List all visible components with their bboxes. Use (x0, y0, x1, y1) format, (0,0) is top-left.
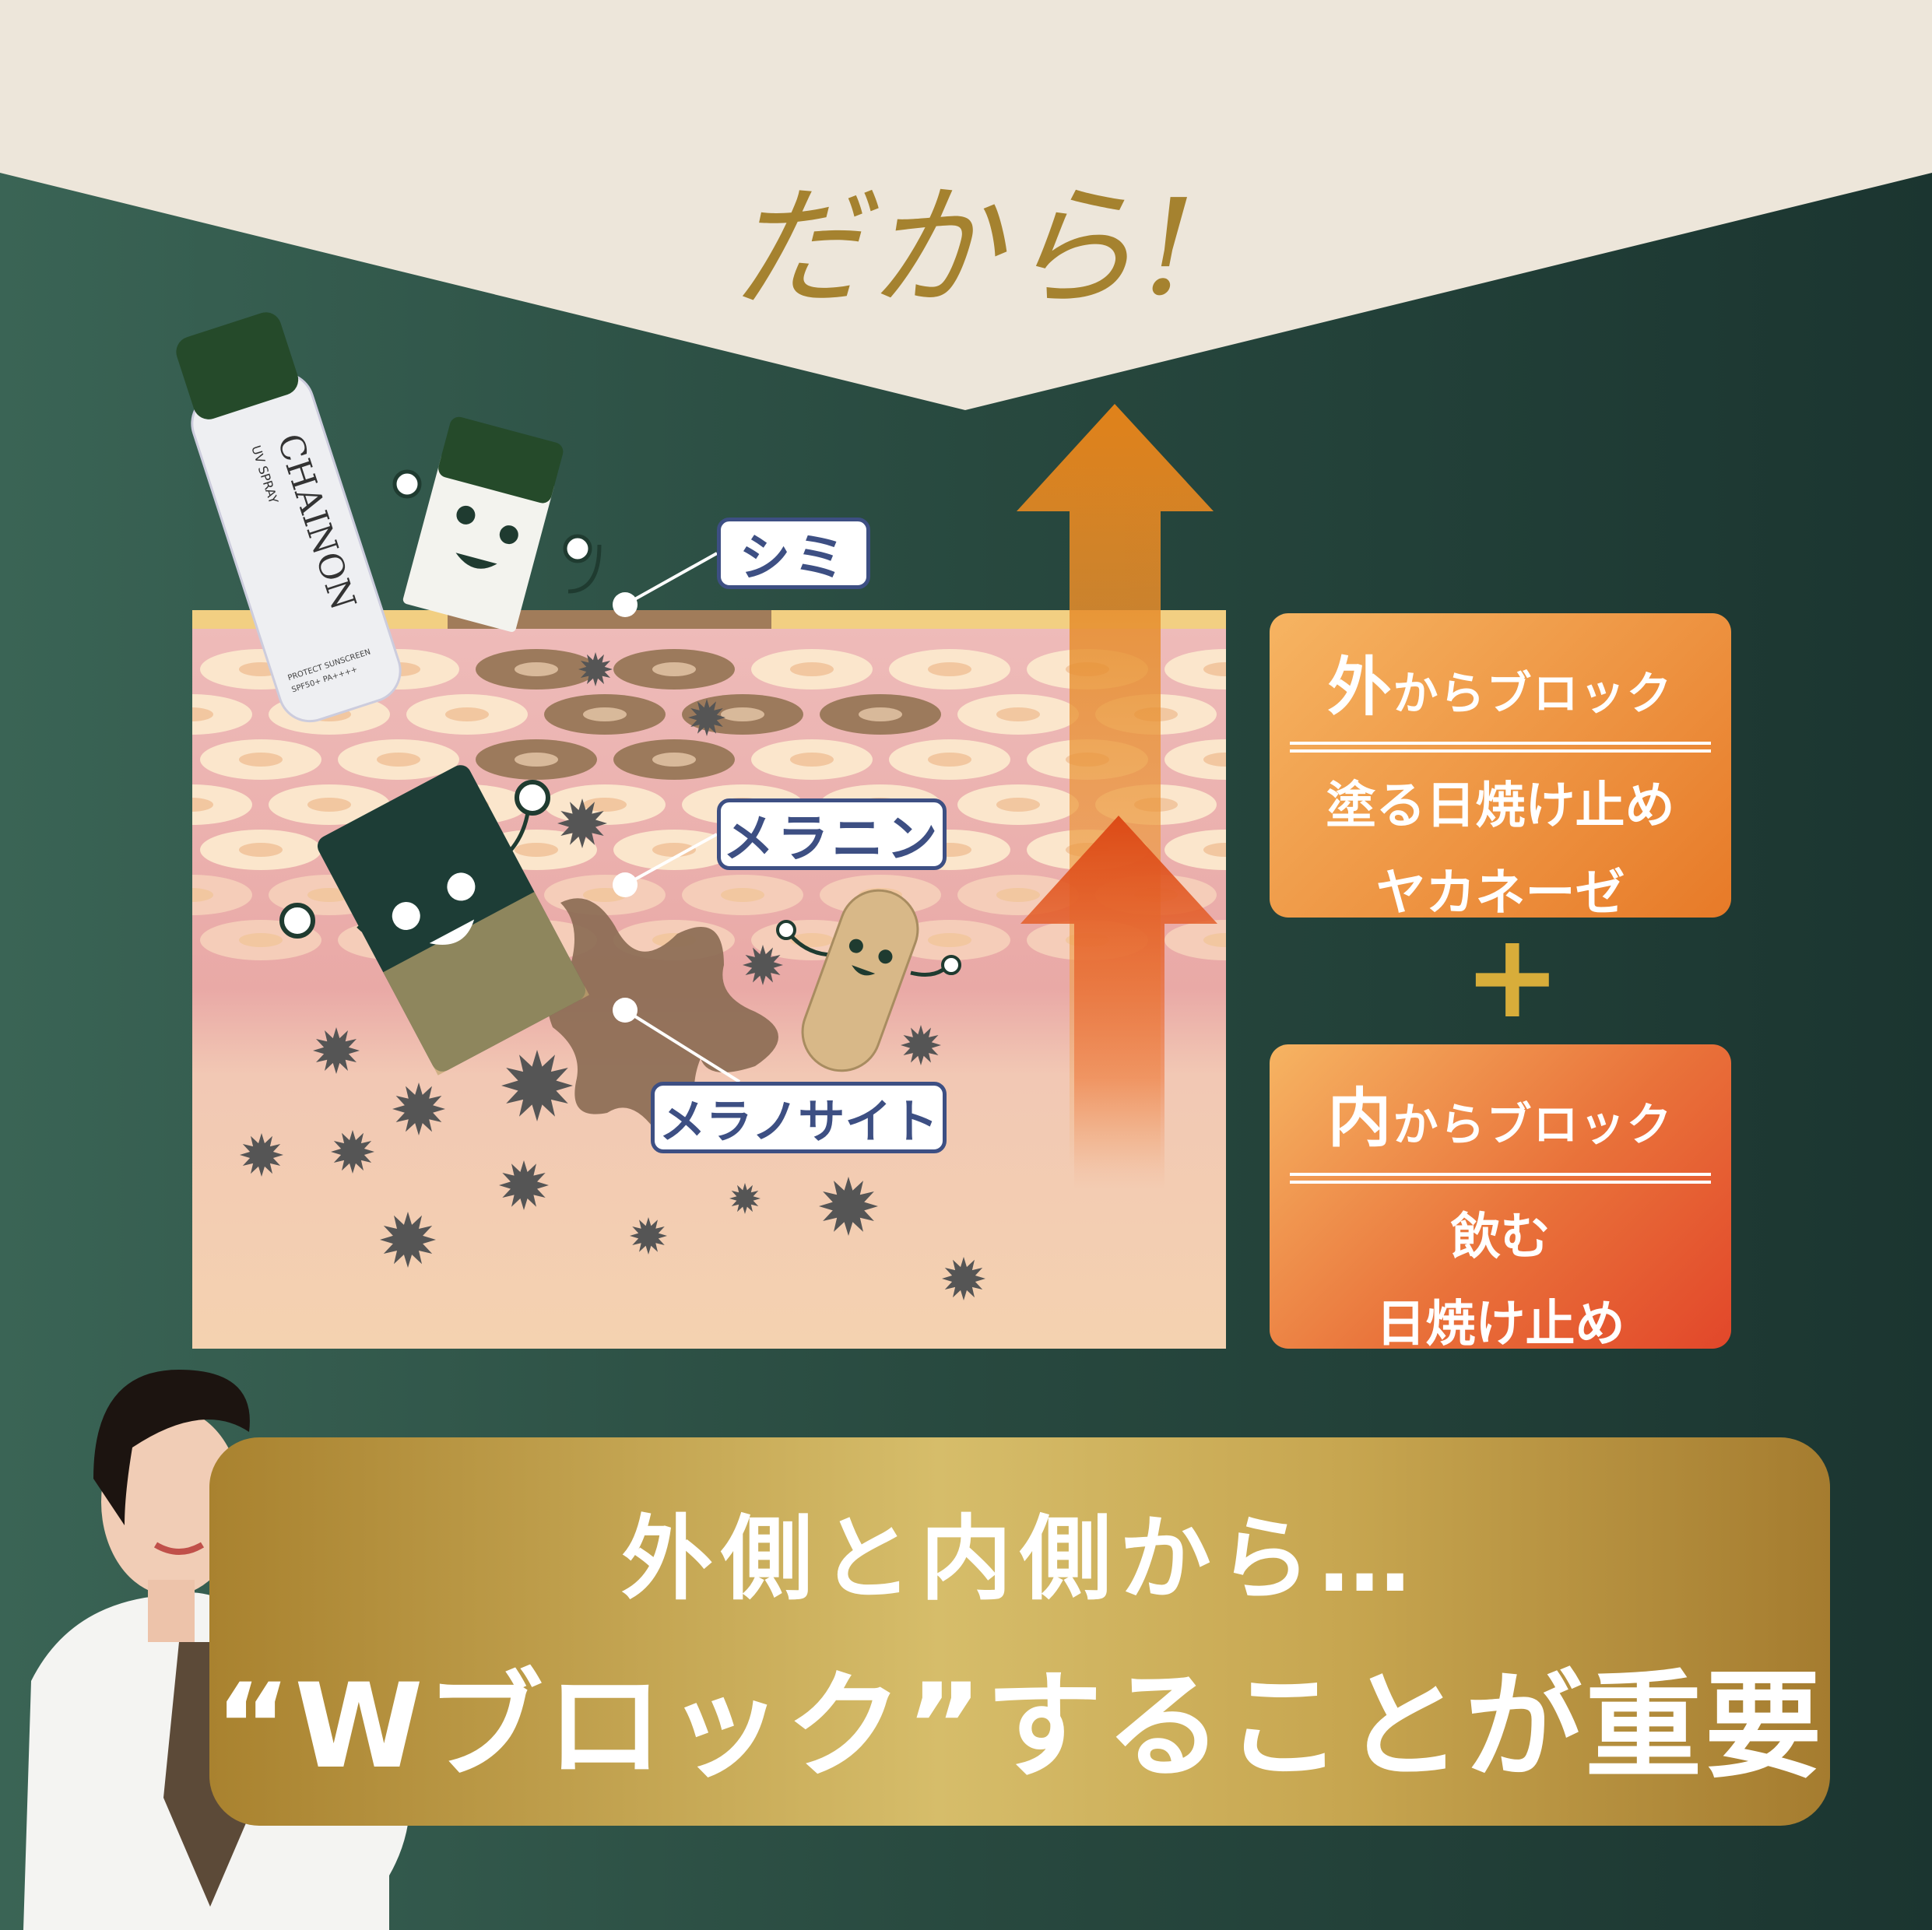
cell-nucleus (1203, 843, 1226, 857)
cell-nucleus (515, 843, 558, 857)
uv-particle-icon (331, 1130, 374, 1174)
skin-cell (62, 649, 184, 690)
cell-nucleus (192, 798, 213, 812)
inner-block-line1: 飲む (1450, 1209, 1551, 1266)
uv-particle-icon (630, 1217, 667, 1254)
cell-nucleus (101, 843, 145, 857)
cell-nucleus (192, 888, 213, 902)
arrow-inner-icon (1020, 816, 1217, 1191)
cell-nucleus (928, 933, 971, 947)
cell-nucleus (996, 888, 1040, 902)
cell-nucleus (307, 888, 351, 902)
inner-block-heading: 内からブロック (1270, 1066, 1731, 1159)
label-spot: シミ (717, 518, 870, 589)
heading-rest: からブロック (1393, 1098, 1674, 1151)
uv-particle-icon (392, 1083, 445, 1135)
cell-nucleus (721, 888, 764, 902)
uv-particle-icon (313, 1027, 360, 1074)
uv-particle-icon (743, 945, 783, 985)
sunscreen-character (392, 416, 602, 632)
cell-nucleus (1203, 662, 1226, 676)
plus-sign: + (1463, 909, 1561, 1044)
page-title: だから! (731, 171, 1201, 325)
cell-nucleus (1203, 933, 1226, 947)
skin-cell (192, 875, 252, 915)
uv-particle-icon (240, 1133, 283, 1177)
supplement-pouch-character (279, 765, 589, 1076)
skin-cell (62, 830, 184, 870)
cell-nucleus (583, 707, 627, 721)
cell-nucleus (101, 753, 145, 767)
cell-nucleus (515, 662, 558, 676)
arrow-outer-icon (1017, 404, 1214, 1170)
skin-cell (1164, 920, 1226, 960)
uv-particle-icon (819, 1177, 878, 1236)
heading-rest: からブロック (1393, 667, 1674, 720)
cell-nucleus (1203, 753, 1226, 767)
uv-particle-icon (688, 699, 725, 736)
outer-block-line1: 塗る日焼け止め (1326, 777, 1675, 835)
cell-nucleus (652, 753, 696, 767)
uv-particle-icon (901, 1025, 941, 1065)
uv-particle-icon (499, 1160, 549, 1210)
inner-block-card: 内からブロック 飲む 日焼け止め (1270, 1044, 1731, 1353)
cream-chevron (0, 0, 1932, 410)
heading-kanji: 外 (1327, 651, 1393, 725)
cell-nucleus (239, 933, 283, 947)
uv-particle-icon (578, 652, 613, 686)
uv-particle-icon (501, 1050, 573, 1121)
uv-spray-product: CHAINON UV SPRAY PROTECT SUNSCREEN SPF50… (176, 312, 402, 723)
skin-cell (1164, 649, 1226, 690)
outer-block-heading: 外からブロック (1270, 635, 1731, 728)
double-rule (1290, 1173, 1711, 1184)
cell-nucleus (652, 662, 696, 676)
label-dots (613, 592, 638, 1023)
label-melanin: メラニン (717, 798, 947, 870)
uv-particle-icon (729, 1183, 761, 1214)
skin-cell (192, 784, 252, 825)
banner-line2: “Wブロック”することが重要 (214, 1659, 1825, 1795)
cell-nucleus (928, 662, 971, 676)
cell-nucleus (377, 753, 420, 767)
outer-block-card: 外からブロック 塗る日焼け止め ヤカネーゼ (1270, 613, 1731, 922)
label-leader-lines (624, 552, 741, 1083)
cell-nucleus (239, 843, 283, 857)
skin-cell (62, 739, 184, 780)
skin-cell (62, 920, 184, 960)
double-rule (1290, 742, 1711, 753)
uv-particle-icon (380, 1212, 436, 1268)
label-melanocyte: メラノサイト (651, 1082, 947, 1153)
cell-nucleus (721, 707, 764, 721)
cell-nucleus (101, 662, 145, 676)
cell-nucleus (307, 798, 351, 812)
uv-particle-icon (942, 1257, 985, 1300)
outer-block-line2: ヤカネーゼ (1375, 865, 1625, 922)
cell-nucleus (790, 753, 834, 767)
uv-particles (240, 652, 985, 1300)
skin-cell (1164, 739, 1226, 780)
cell-nucleus (996, 707, 1040, 721)
cell-nucleus (101, 933, 145, 947)
inner-block-line2: 日焼け止め (1375, 1296, 1625, 1353)
cell-nucleus (996, 798, 1040, 812)
cell-nucleus (583, 798, 627, 812)
cell-nucleus (790, 662, 834, 676)
conclusion-banner: 外側と内側から… “Wブロック”することが重要 (209, 1437, 1830, 1826)
capsule-character (776, 889, 961, 1072)
uv-particle-icon (557, 798, 607, 848)
skin-cell (192, 694, 252, 735)
heading-kanji: 内 (1327, 1082, 1393, 1156)
banner-line1: 外側と内側から… (620, 1505, 1418, 1612)
melanocyte-blob (547, 898, 778, 1144)
cell-nucleus (192, 707, 213, 721)
cell-nucleus (859, 707, 902, 721)
cell-nucleus (515, 753, 558, 767)
skin-cell (1164, 830, 1226, 870)
cell-nucleus (928, 753, 971, 767)
cell-nucleus (445, 707, 489, 721)
cell-nucleus (239, 753, 283, 767)
